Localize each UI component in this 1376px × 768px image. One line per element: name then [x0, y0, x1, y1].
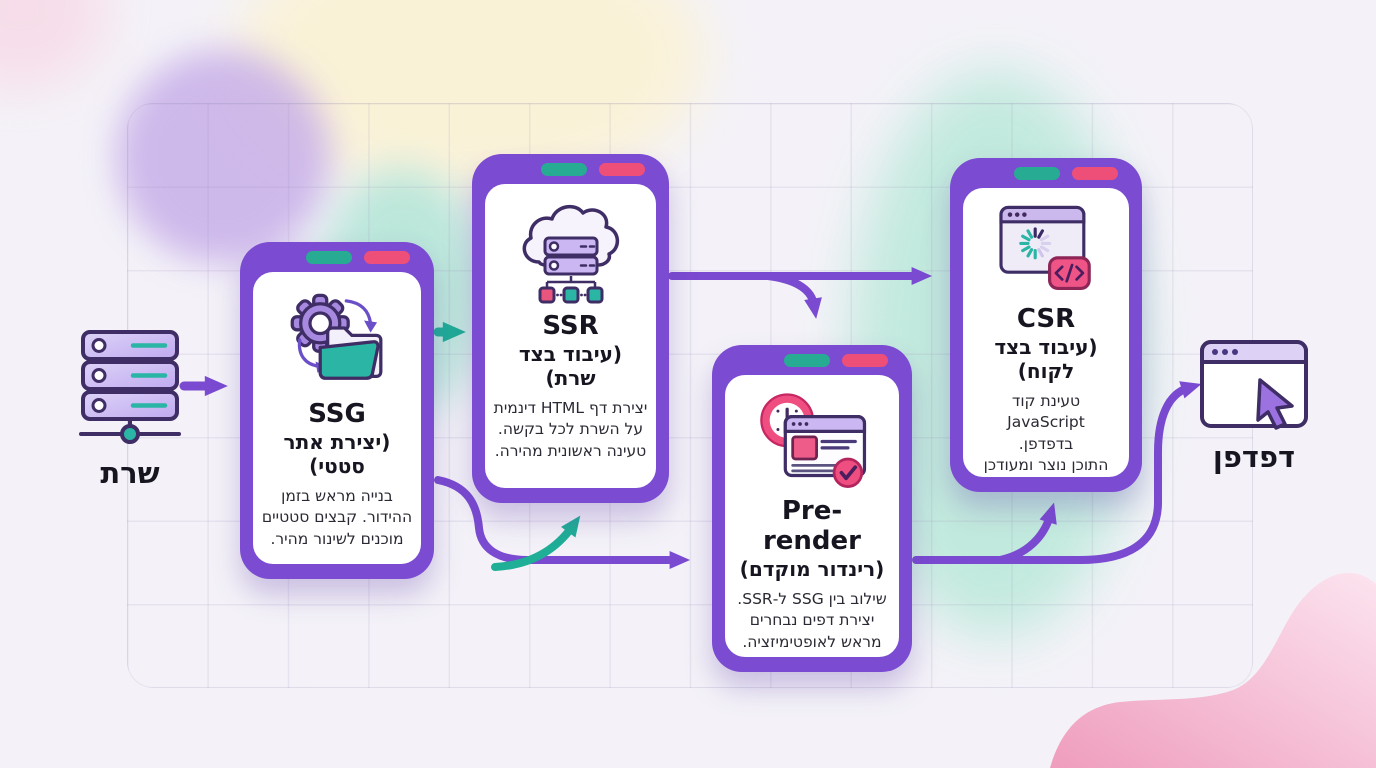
browser-spinner-code-badge-icon	[992, 202, 1100, 301]
card-prerender: Pre-render (רינדור מוקדם) שילוב בין SSG …	[712, 345, 912, 672]
browser-cursor-icon	[1200, 340, 1308, 430]
card-subtitle: (יצירת אתר סטטי)	[283, 429, 391, 478]
card-title: CSR	[1016, 304, 1076, 334]
card-subtitle: (רינדור מוקדם)	[739, 556, 885, 581]
background-blob-pink-corner	[0, 0, 110, 90]
card-csr: CSR (עיבוד בצד לקוח) טעינת קוד JavaScrip…	[950, 158, 1142, 492]
endpoint-browser: דפדפן	[1196, 338, 1312, 474]
phone-screen: SSG (יצירת אתר סטטי) בנייה מראש בזמן ההי…	[253, 272, 421, 564]
card-ssg: SSG (יצירת אתר סטטי) בנייה מראש בזמן ההי…	[240, 242, 434, 579]
phone-status-pills	[541, 163, 645, 176]
server-stack-icon	[79, 330, 181, 444]
card-description: בנייה מראש בזמן ההידור. קבצים סטטיים מוכ…	[261, 486, 413, 548]
card-title: SSR	[542, 311, 599, 341]
background-blob-purple	[116, 50, 330, 264]
endpoint-server: שרת	[74, 328, 186, 490]
pill-pink	[842, 354, 888, 367]
cloud-server-icon	[511, 198, 631, 308]
phone-screen: CSR (עיבוד בצד לקוח) טעינת קוד JavaScrip…	[963, 188, 1129, 477]
phone-status-pills	[784, 354, 888, 367]
pill-teal	[1014, 167, 1060, 180]
phone-screen: SSR (עיבוד בצד שרת) יצירת דף HTML דינמית…	[485, 184, 656, 488]
server-label: שרת	[100, 456, 160, 490]
browser-label: דפדפן	[1212, 440, 1296, 474]
arrow-branch-to-csr-bottom	[996, 502, 1057, 564]
pill-teal	[784, 354, 830, 367]
card-title: SSG	[308, 399, 366, 429]
pill-teal	[306, 251, 352, 264]
pill-pink	[364, 251, 410, 264]
card-title: Pre-render	[762, 496, 862, 556]
card-description: שילוב בין SSG ל-SSR. יצירת דפים נבחרים מ…	[737, 589, 887, 651]
pill-teal	[541, 163, 587, 176]
pill-pink	[599, 163, 645, 176]
arrow-teal-up-to-ssr	[491, 515, 581, 571]
phone-status-pills	[306, 251, 410, 264]
clock-page-check-icon	[752, 389, 872, 493]
card-description: יצירת דף HTML דינמית על השרת לכל בקשה. ט…	[493, 398, 648, 460]
card-subtitle: (עיבוד בצד לקוח)	[994, 334, 1098, 383]
card-ssr: SSR (עיבוד בצד שרת) יצירת דף HTML דינמית…	[472, 154, 669, 503]
gear-folder-sync-icon	[281, 286, 393, 396]
card-subtitle: (עיבוד בצד שרת)	[518, 341, 623, 390]
phone-screen: Pre-render (רינדור מוקדם) שילוב בין SSG …	[725, 375, 899, 657]
phone-status-pills	[1014, 167, 1118, 180]
card-description: טעינת קוד JavaScript בדפדפן. התוכן נוצר …	[983, 391, 1109, 475]
arrow-branch-to-prerender-top	[764, 272, 822, 319]
pill-pink	[1072, 167, 1118, 180]
